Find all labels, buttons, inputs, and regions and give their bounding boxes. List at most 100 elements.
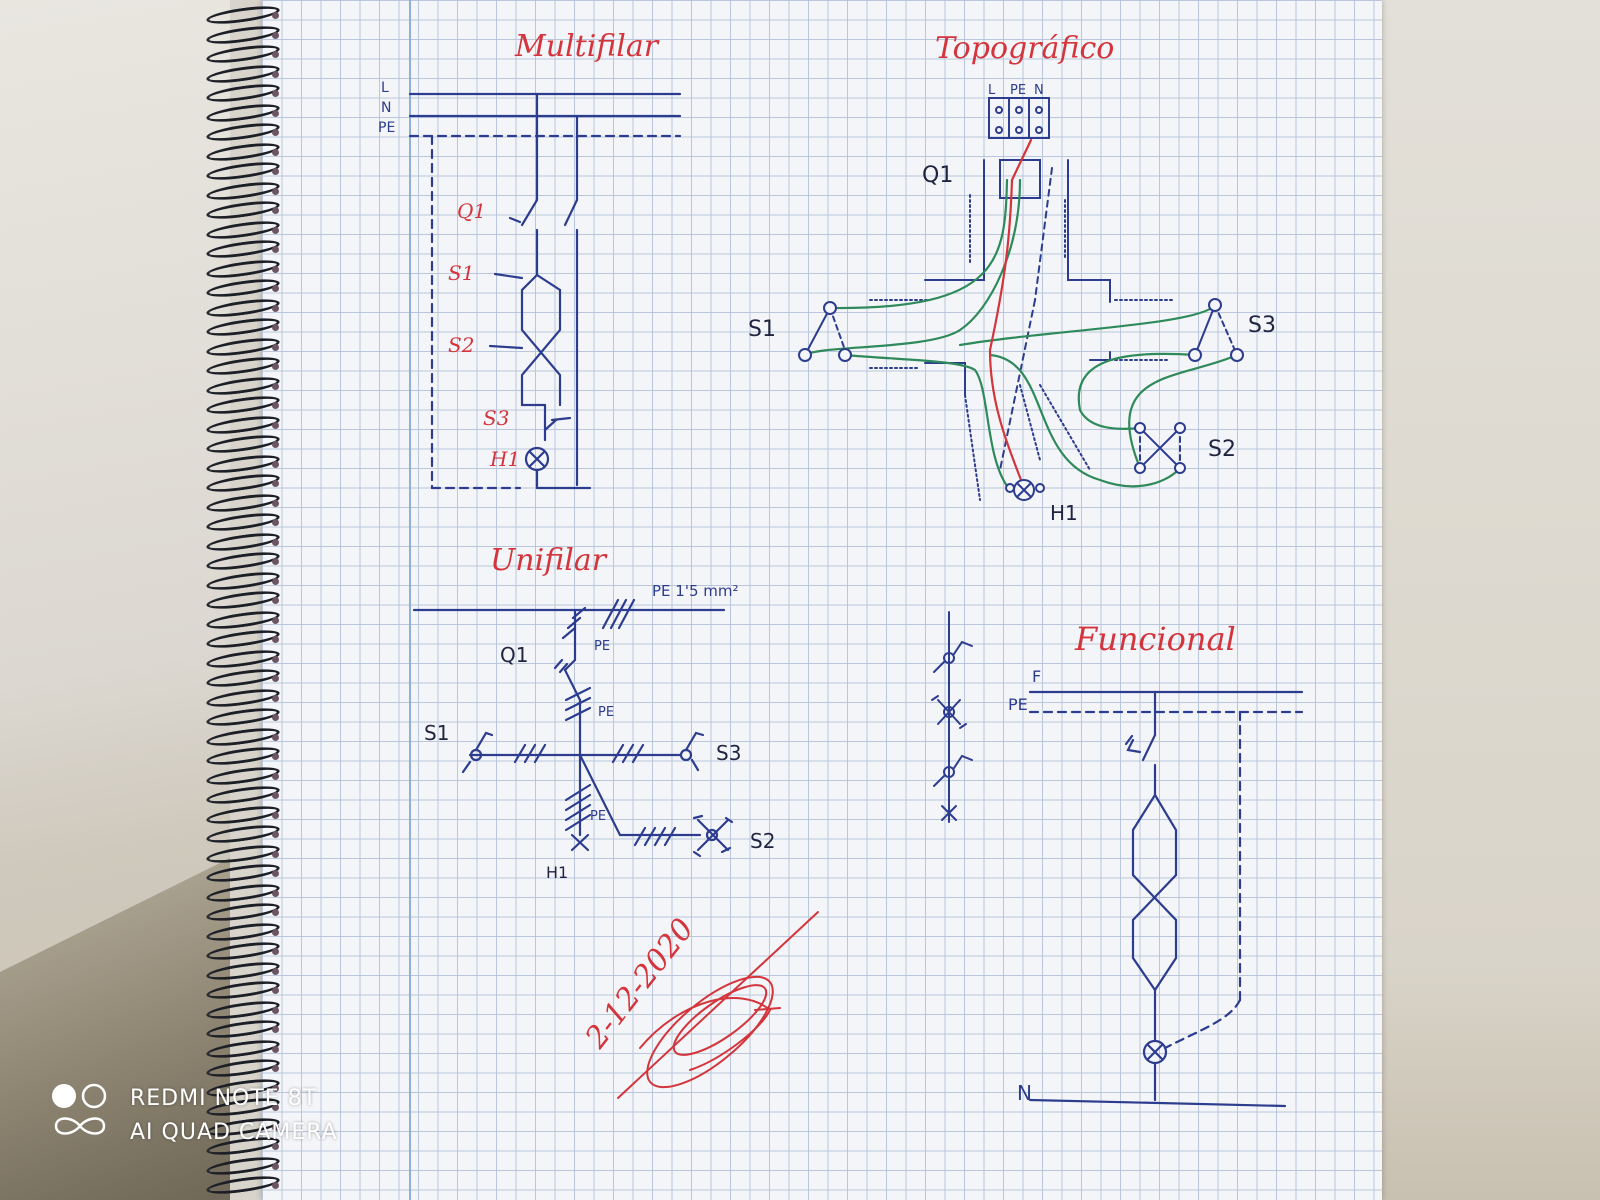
punch-hole: [272, 577, 279, 585]
topografico-diagram: [798, 97, 1244, 501]
unifilar-h1-label: H1: [546, 863, 568, 882]
punch-hole: [272, 246, 279, 253]
punch-hole: [272, 207, 279, 214]
funcional-line-pe: PE: [1008, 695, 1028, 714]
symbol-sketch: [931, 611, 973, 823]
camera-logo-icon: [52, 1083, 107, 1135]
topografico-q1-label: Q1: [922, 163, 953, 188]
punch-hole: [272, 850, 279, 858]
punch-hole: [272, 363, 279, 370]
punch-hole: [272, 519, 279, 526]
punch-hole: [272, 1123, 279, 1131]
punch-hole: [272, 90, 279, 97]
punch-hole: [272, 129, 279, 136]
punch-hole: [272, 811, 279, 819]
punch-hole: [272, 187, 279, 195]
punch-hole: [272, 402, 279, 409]
punch-hole: [272, 714, 279, 721]
punch-hole: [272, 987, 279, 994]
punch-hole: [272, 12, 279, 19]
unifilar-s3-label: S3: [716, 741, 741, 765]
punch-hole: [272, 831, 279, 838]
punch-hole: [272, 792, 279, 799]
punch-hole: [272, 324, 279, 331]
multifilar-s3-label: S3: [483, 406, 509, 430]
unifilar-pe-mark-2: PE: [598, 705, 614, 720]
punch-hole: [272, 441, 279, 448]
punch-hole: [272, 733, 279, 741]
punch-hole: [272, 1182, 279, 1189]
grid-paper-page: [262, 0, 1382, 1200]
punch-hole: [272, 889, 279, 897]
punch-hole: [272, 1006, 279, 1014]
multifilar-line-n: N: [381, 100, 391, 116]
punch-hole: [272, 558, 279, 565]
punch-hole: [272, 753, 279, 760]
punch-hole: [272, 597, 279, 604]
multifilar-diagram: [408, 92, 682, 490]
unifilar-s2-label: S2: [750, 829, 775, 853]
unifilar-pe-mark-3: PE: [590, 809, 606, 824]
punch-hole: [272, 285, 279, 292]
multifilar-q1-label: Q1: [457, 199, 486, 223]
punch-hole: [272, 909, 279, 916]
unifilar-pe-mark-1: PE: [594, 639, 610, 654]
punch-hole: [272, 31, 279, 39]
handwritten-signature: [617, 911, 819, 1099]
punch-hole: [272, 109, 279, 117]
topografico-s3-label: S3: [1248, 313, 1276, 338]
punch-hole: [272, 148, 279, 156]
multifilar-s2-label: S2: [448, 333, 474, 357]
unifilar-diagram: [412, 598, 734, 858]
punch-hole: [272, 304, 279, 312]
punch-hole: [272, 928, 279, 936]
punch-hole: [272, 499, 279, 507]
punch-hole: [272, 772, 279, 780]
punch-hole: [272, 265, 279, 273]
punch-hole: [272, 1143, 279, 1150]
camera-watermark: REDMI NOTE 8T AI QUAD CAMERA: [50, 1082, 338, 1150]
multifilar-s1-label: S1: [448, 261, 474, 285]
punch-hole: [272, 1084, 279, 1092]
punch-hole: [272, 1045, 279, 1053]
topografico-title: Topográfico: [935, 31, 1114, 66]
multifilar-line-l: L: [381, 80, 389, 96]
punch-hole: [272, 1065, 279, 1072]
punch-hole: [272, 616, 279, 624]
punch-hole: [272, 967, 279, 975]
punch-hole: [272, 51, 279, 58]
notebook-spiral: [200, 0, 290, 1200]
funcional-line-f: F: [1032, 667, 1041, 686]
punch-hole: [272, 168, 279, 175]
drawing-date: 2-12-2020: [578, 912, 701, 1056]
punch-hole: [272, 1162, 279, 1170]
punch-hole: [272, 694, 279, 702]
punch-hole: [272, 480, 279, 487]
unifilar-title: Unifilar: [490, 543, 608, 578]
unifilar-pe-note: PE 1'5 mm²: [652, 582, 739, 600]
multifilar-title: Multifilar: [514, 29, 660, 64]
multifilar-line-pe: PE: [378, 120, 395, 136]
punch-hole: [272, 870, 279, 877]
funcional-diagram: [1028, 690, 1304, 1108]
punch-hole: [272, 70, 279, 78]
punch-hole: [272, 655, 279, 663]
punch-hole: [272, 675, 279, 682]
topografico-terminal-pe: PE: [1010, 83, 1026, 98]
punch-hole: [272, 1104, 279, 1111]
punch-hole: [272, 460, 279, 468]
desk-surface-right: [1380, 0, 1600, 1200]
punch-hole: [272, 382, 279, 390]
punch-hole: [272, 343, 279, 351]
punch-hole: [272, 1026, 279, 1033]
punch-hole: [272, 226, 279, 234]
multifilar-h1-label: H1: [489, 447, 520, 471]
unifilar-q1-label: Q1: [500, 643, 528, 667]
camera-model-text: REDMI NOTE 8T: [130, 1086, 318, 1111]
punch-hole: [272, 948, 279, 955]
topografico-s1-label: S1: [748, 317, 776, 342]
punch-hole: [272, 538, 279, 546]
unifilar-s1-label: S1: [424, 721, 449, 745]
margin-line: [409, 0, 411, 1200]
